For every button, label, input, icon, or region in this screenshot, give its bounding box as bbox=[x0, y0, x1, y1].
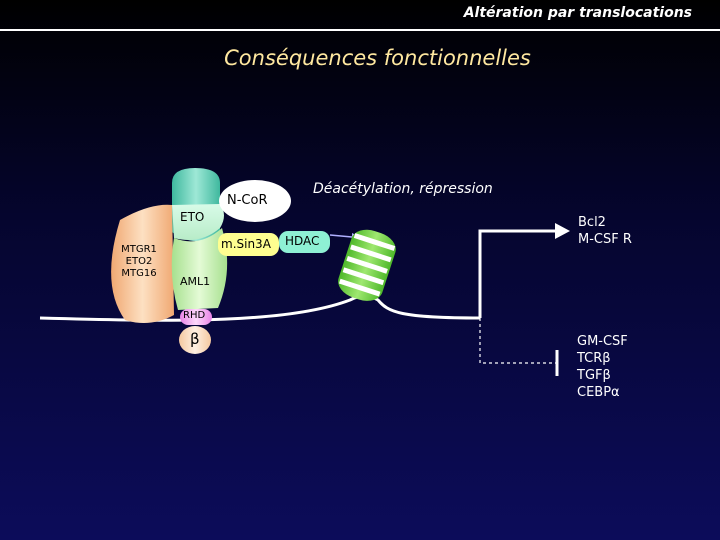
hdac-arrow-line bbox=[329, 234, 353, 238]
nucleosome bbox=[338, 229, 396, 301]
target-gene: CEBPα bbox=[577, 385, 620, 400]
target-gene: M-CSF R bbox=[578, 232, 632, 247]
mtg-label: MTGR1 ETO2 MTG16 bbox=[116, 244, 162, 280]
ncor-label: N-CoR bbox=[227, 193, 268, 208]
header-title: Altération par translocations bbox=[463, 5, 692, 21]
ncor-bubble bbox=[219, 180, 291, 222]
target-gene: Bcl2 bbox=[578, 215, 606, 230]
aml1-protein bbox=[171, 228, 228, 310]
activated-targets: Bcl2 M-CSF R bbox=[578, 214, 632, 248]
target-gene: TGFβ bbox=[577, 368, 611, 383]
rhd-domain bbox=[180, 309, 212, 325]
msin3a-box bbox=[218, 233, 279, 256]
msin3a-label: m.Sin3A bbox=[221, 237, 271, 251]
eto-label: ETO bbox=[180, 210, 205, 224]
mtg-label-line: MTG16 bbox=[121, 268, 157, 279]
repression-line bbox=[479, 318, 557, 364]
dna-strand bbox=[39, 294, 481, 322]
target-gene: TCRβ bbox=[577, 351, 611, 366]
hdac-box bbox=[279, 231, 330, 253]
header-rule bbox=[0, 29, 720, 31]
mtg-protein bbox=[111, 204, 174, 324]
repressed-targets: GM-CSF TCRβ TGFβ CEBPα bbox=[577, 333, 628, 401]
activation-arrow-head bbox=[555, 223, 570, 239]
mtg-label-line: MTGR1 bbox=[121, 244, 157, 255]
eto-domain bbox=[172, 204, 224, 241]
rhd-label: RHD bbox=[183, 310, 206, 321]
mtg-label-line: ETO2 bbox=[125, 256, 153, 267]
slide-title: Conséquences fonctionnelles bbox=[224, 46, 531, 70]
hdac-label: HDAC bbox=[285, 234, 320, 248]
subtitle: Déacétylation, répression bbox=[313, 181, 493, 197]
target-gene: GM-CSF bbox=[577, 334, 628, 349]
beta-label: β bbox=[190, 330, 200, 348]
aml1-label: AML1 bbox=[180, 275, 211, 288]
beta-subunit bbox=[179, 326, 211, 354]
activation-arrow-line bbox=[478, 229, 555, 318]
